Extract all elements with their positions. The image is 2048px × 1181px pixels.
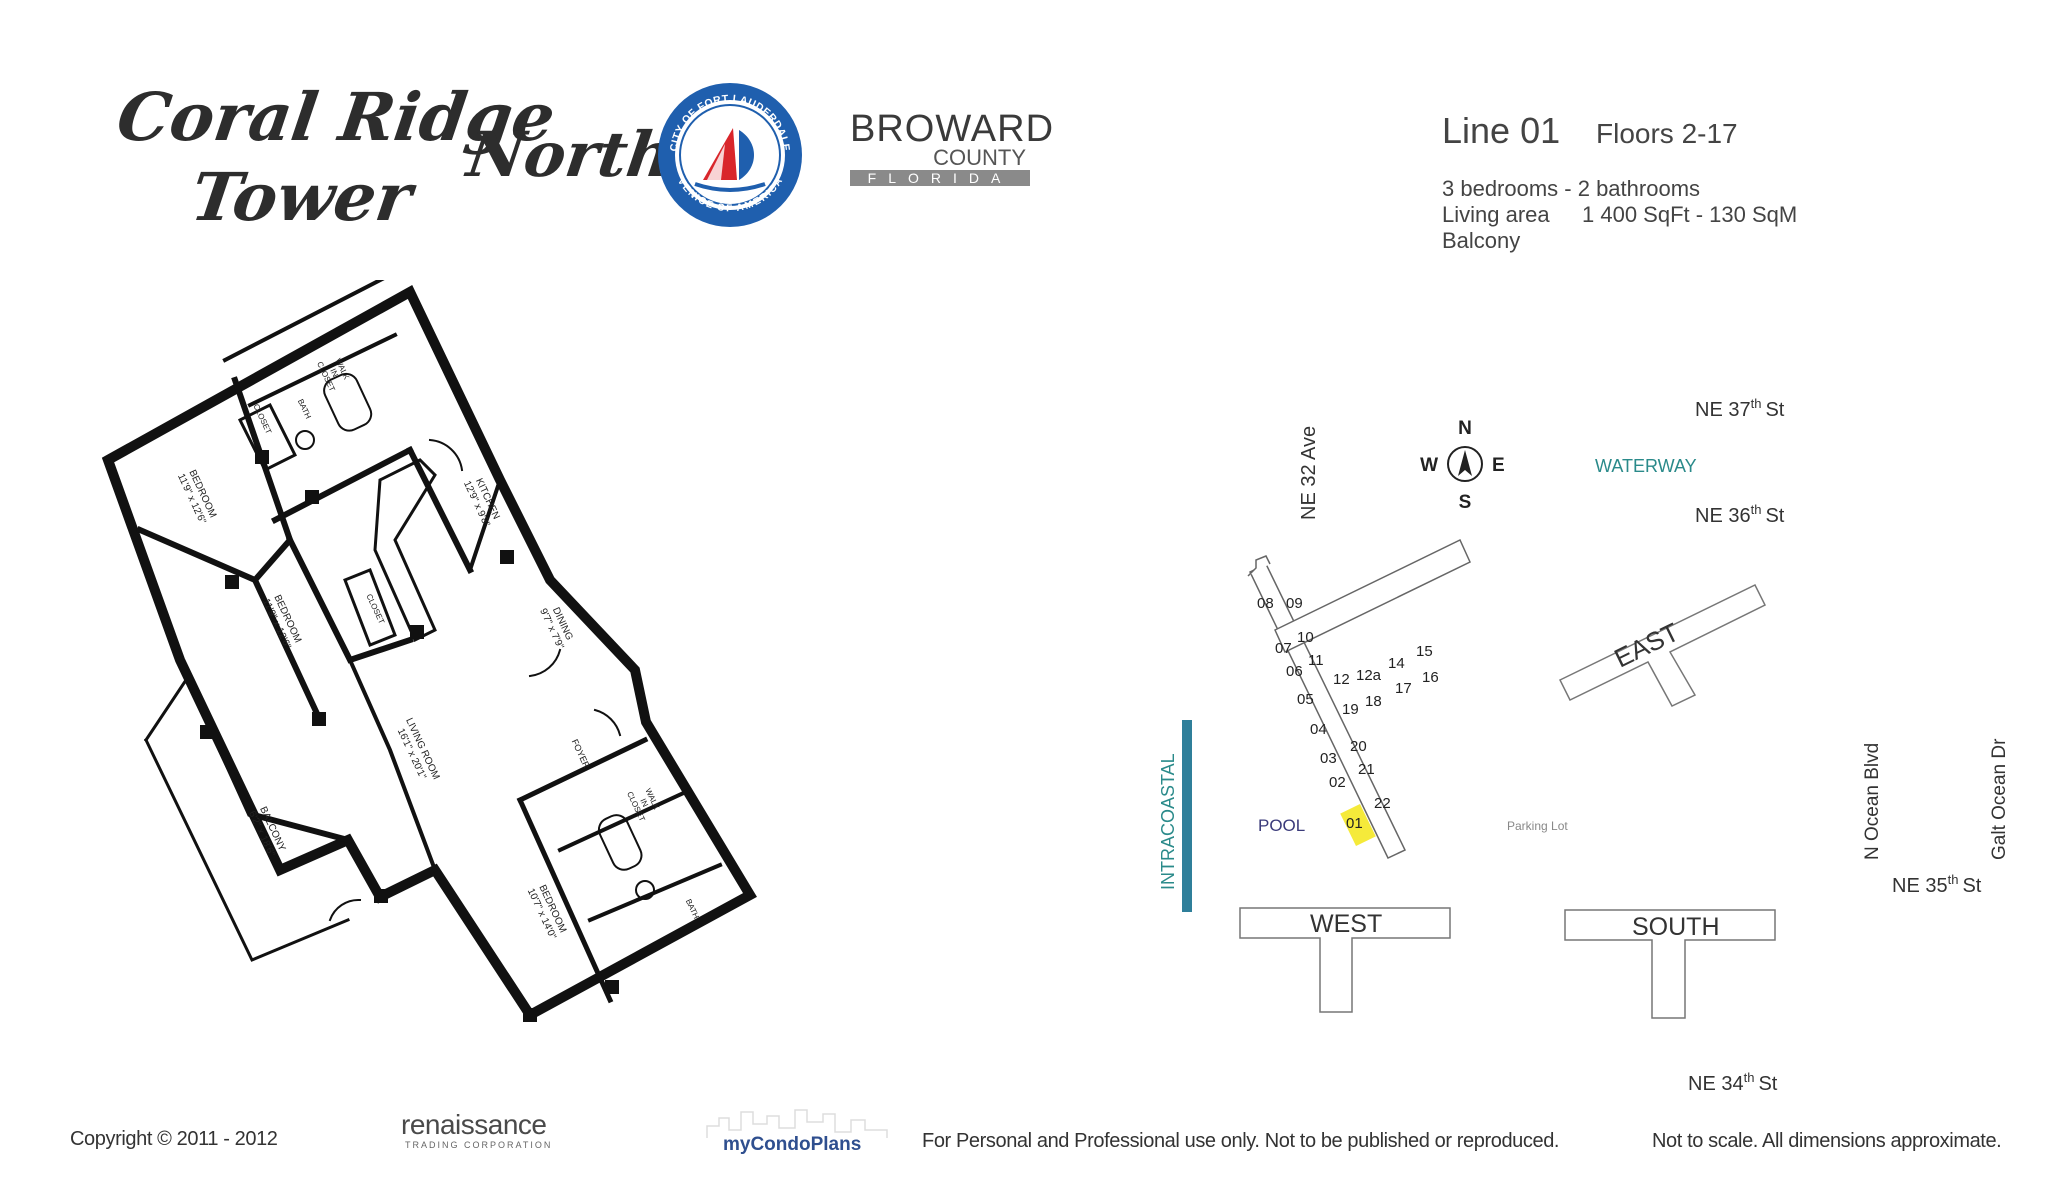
- compass-rose-icon: [1447, 446, 1483, 482]
- unit-02: 02: [1329, 774, 1346, 791]
- unit-03: 03: [1320, 750, 1337, 767]
- broward-county-logo: BROWARD COUNTY FLORIDA: [850, 108, 1055, 186]
- unit-09: 09: [1286, 595, 1303, 612]
- title-tower: Tower: [186, 158, 417, 236]
- intracoastal-label: INTRACOASTAL: [1158, 753, 1178, 890]
- balcony-feature: Balcony: [1442, 228, 1521, 253]
- mycondoplans-text: myCondoPlans: [723, 1134, 862, 1155]
- renaissance-subtitle: TRADING CORPORATION: [405, 1140, 553, 1150]
- street-ne36-st: St: [1765, 505, 1784, 527]
- broward-title: BROWARD: [850, 108, 1055, 150]
- bath-label-2: BATH: [684, 898, 701, 921]
- floors-range: Floors 2-17: [1596, 118, 1738, 149]
- unit-22: 22: [1374, 795, 1391, 812]
- highlight-unit-01: [1340, 803, 1376, 847]
- svg-text:BALCONY6'2" x 18'6": BALCONY6'2" x 18'6": [246, 804, 288, 859]
- south-building: [1564, 909, 1776, 1019]
- svg-text:DINING9'7" x 7'9": DINING9'7" x 7'9": [537, 602, 577, 652]
- east-building: [1558, 584, 1767, 707]
- svg-text:BEDROOM11'9" x 12'6": BEDROOM11'9" x 12'6": [260, 592, 304, 651]
- skyline-icon: [706, 1109, 888, 1138]
- scale-notice: Not to scale. All dimensions approximate…: [1652, 1130, 2002, 1152]
- compass-n: N: [1458, 418, 1472, 439]
- bath-label-1: BATH: [296, 398, 313, 421]
- foyer-label: FOYER: [570, 738, 592, 771]
- unit-10: 10: [1297, 629, 1314, 646]
- compass-s: S: [1459, 492, 1472, 513]
- unit-12a: 12a: [1356, 667, 1382, 684]
- living-area-value: 1 400 SqFt - 130 SqM: [1582, 202, 1798, 227]
- street-ne34-st: St: [1758, 1073, 1777, 1095]
- street-ne36-th: th: [1751, 502, 1762, 517]
- street-n-ocean-blvd: N Ocean Blvd: [1862, 743, 1883, 860]
- usage-notice: For Personal and Professional use only. …: [922, 1130, 1560, 1152]
- unit-18: 18: [1365, 693, 1382, 710]
- living-area-label: Living area: [1442, 202, 1550, 227]
- bed-bath-count: 3 bedrooms - 2 bathrooms: [1442, 176, 1701, 201]
- street-ne34: NE 34: [1688, 1073, 1744, 1095]
- compass-e: E: [1492, 455, 1505, 476]
- walk-closet-top-2: IN: [328, 367, 340, 378]
- unit-14: 14: [1388, 655, 1405, 672]
- street-ne35-st: St: [1962, 875, 1981, 897]
- unit-16: 16: [1422, 669, 1439, 686]
- pool-label: POOL: [1258, 816, 1305, 835]
- unit-07: 07: [1275, 640, 1292, 657]
- title-north: North: [462, 118, 678, 191]
- closet-label-2: CLOSET: [364, 593, 386, 626]
- street-ne34-th: th: [1744, 1070, 1755, 1085]
- unit-01: 01: [1346, 815, 1363, 832]
- unit-12: 12: [1333, 671, 1350, 688]
- unit-08: 08: [1257, 595, 1274, 612]
- parking-lot-label: Parking Lot: [1507, 819, 1568, 833]
- unit-11: 11: [1308, 652, 1324, 669]
- sail-icon: [694, 128, 766, 192]
- street-ne37: NE 37: [1695, 399, 1751, 421]
- street-ne36: NE 36: [1695, 505, 1751, 527]
- city-seal-logo: CITY OF FORT LAUDERDALE VENICE OF AMERIC…: [658, 83, 802, 227]
- street-ne32-ave: NE 32 Ave: [1298, 426, 1320, 520]
- south-building-label: SOUTH: [1632, 913, 1720, 941]
- west-building-label: WEST: [1310, 910, 1382, 938]
- waterway-label: WATERWAY: [1595, 456, 1697, 476]
- street-ne37-th: th: [1751, 396, 1762, 411]
- unit-21: 21: [1358, 761, 1375, 778]
- mycondoplans-logo: myCondoPlans: [705, 1108, 890, 1156]
- svg-text:BEDROOM11'9" x 12'6": BEDROOM11'9" x 12'6": [175, 467, 219, 526]
- street-ne35: NE 35: [1892, 875, 1948, 897]
- unit-19: 19: [1342, 701, 1359, 718]
- street-ne37-st: St: [1765, 399, 1784, 421]
- broward-county: COUNTY: [933, 145, 1026, 170]
- street-galt-ocean-dr: Galt Ocean Dr: [1989, 738, 2010, 860]
- line-number: Line 01: [1442, 110, 1561, 151]
- north-tower-building: [1247, 538, 1471, 859]
- broward-florida: FLORIDA: [850, 170, 1030, 186]
- street-ne35-th: th: [1948, 872, 1959, 887]
- unit-17: 17: [1395, 680, 1412, 697]
- compass-w: W: [1420, 455, 1438, 476]
- copyright-text: Copyright © 2011 - 2012: [70, 1128, 278, 1150]
- walk-closet-bottom-2: IN: [638, 797, 650, 808]
- unit-05: 05: [1297, 691, 1314, 708]
- floor-plan: BEDROOM11'9" x 12'6" BEDROOM11'9" x 12'6…: [101, 280, 757, 1022]
- unit-04: 04: [1310, 721, 1327, 738]
- unit-20: 20: [1350, 738, 1367, 755]
- intracoastal-waterway: [1182, 720, 1192, 912]
- unit-06: 06: [1286, 663, 1303, 680]
- unit-15: 15: [1416, 643, 1433, 660]
- renaissance-text: renaissance: [401, 1109, 547, 1140]
- renaissance-logo: renaissance TRADING CORPORATION: [385, 1109, 555, 1151]
- west-building: [1239, 907, 1451, 1013]
